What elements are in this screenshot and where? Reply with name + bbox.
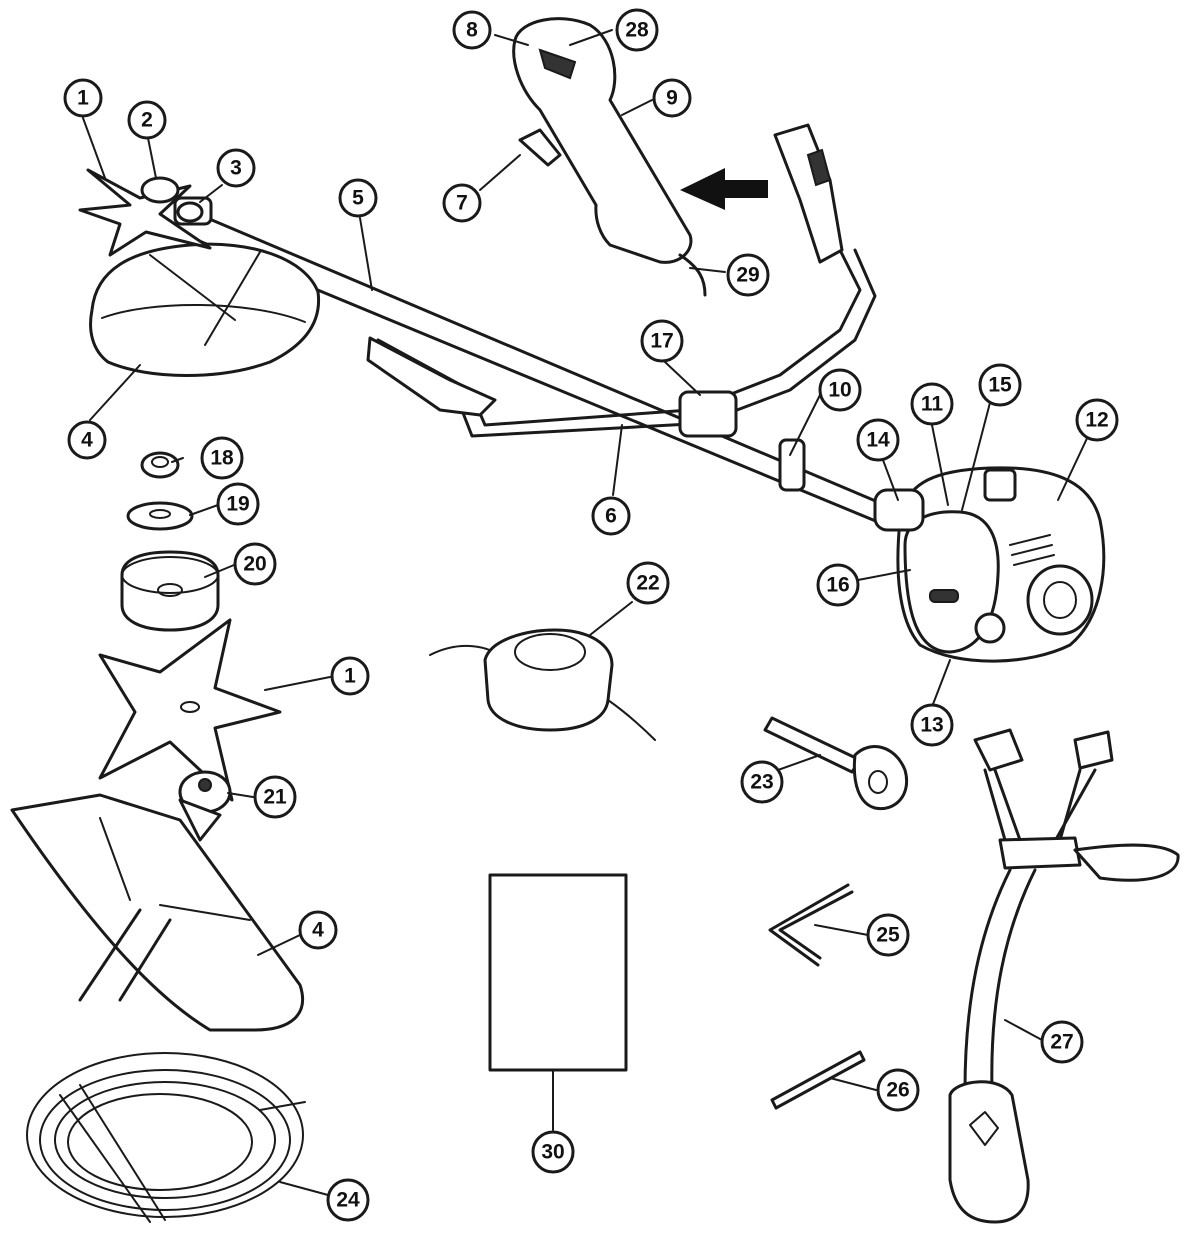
svg-text:4: 4 bbox=[312, 919, 324, 942]
manual-30 bbox=[488, 873, 628, 1072]
svg-text:21: 21 bbox=[263, 786, 287, 809]
blade-1-loose bbox=[98, 618, 282, 802]
callout-26: 26 bbox=[876, 1068, 920, 1112]
callout-9: 9 bbox=[652, 78, 692, 118]
svg-text:6: 6 bbox=[605, 505, 617, 528]
callout-1: 1 bbox=[63, 78, 103, 118]
callout-6: 6 bbox=[591, 496, 631, 536]
callout-18: 18 bbox=[200, 436, 244, 480]
svg-text:8: 8 bbox=[466, 19, 478, 42]
svg-text:26: 26 bbox=[886, 1079, 909, 1102]
callout-20: 20 bbox=[233, 542, 277, 586]
trimmer-line-24 bbox=[26, 1052, 306, 1223]
nut-18 bbox=[140, 451, 180, 479]
svg-text:1: 1 bbox=[344, 665, 356, 688]
handle-clamp bbox=[678, 390, 806, 492]
svg-text:25: 25 bbox=[876, 924, 900, 947]
trimmer-head-22 bbox=[429, 628, 656, 741]
callout-19: 19 bbox=[216, 482, 260, 526]
callout-10: 10 bbox=[818, 368, 862, 412]
callout-11: 11 bbox=[910, 382, 954, 426]
svg-text:3: 3 bbox=[230, 157, 242, 180]
svg-text:15: 15 bbox=[988, 374, 1012, 397]
callout-12: 12 bbox=[1075, 398, 1119, 442]
svg-text:2: 2 bbox=[141, 109, 153, 132]
svg-text:17: 17 bbox=[650, 330, 673, 353]
svg-text:1: 1 bbox=[77, 87, 89, 110]
callout-30: 30 bbox=[531, 1130, 575, 1174]
svg-text:9: 9 bbox=[666, 87, 678, 110]
callout-14: 14 bbox=[856, 418, 900, 462]
svg-text:4: 4 bbox=[81, 429, 93, 452]
throttle-handle bbox=[512, 17, 707, 297]
hex-key-25 bbox=[768, 883, 854, 967]
guard-top bbox=[89, 242, 321, 377]
svg-text:16: 16 bbox=[826, 574, 849, 597]
engine-unit bbox=[873, 466, 1106, 663]
handlebar bbox=[366, 248, 877, 438]
washer-19 bbox=[126, 501, 194, 531]
svg-text:5: 5 bbox=[352, 187, 364, 210]
brush-cutter-assembly bbox=[78, 17, 1106, 663]
callout-3: 3 bbox=[216, 148, 256, 188]
callout-29: 29 bbox=[726, 253, 770, 297]
callout-7: 7 bbox=[442, 183, 482, 223]
svg-text:29: 29 bbox=[736, 264, 759, 287]
callout-5: 5 bbox=[338, 178, 378, 218]
svg-text:27: 27 bbox=[1050, 1031, 1073, 1054]
callout-22: 22 bbox=[626, 561, 670, 605]
svg-text:14: 14 bbox=[866, 429, 890, 452]
callout-4b: 4 bbox=[298, 910, 338, 950]
callout-1b: 1 bbox=[330, 656, 370, 696]
svg-text:12: 12 bbox=[1085, 409, 1108, 432]
svg-text:19: 19 bbox=[226, 493, 249, 516]
svg-text:24: 24 bbox=[336, 1189, 360, 1212]
gear-head-21-guard-4 bbox=[10, 770, 305, 1032]
callout-21: 21 bbox=[253, 775, 297, 819]
leader-lines bbox=[82, 29, 1091, 1196]
svg-text:22: 22 bbox=[636, 572, 659, 595]
callout-16: 16 bbox=[816, 563, 860, 607]
callout-27: 27 bbox=[1040, 1020, 1084, 1064]
callout-2: 2 bbox=[127, 100, 167, 140]
svg-text:28: 28 bbox=[625, 19, 649, 42]
callout-15: 15 bbox=[978, 363, 1022, 407]
throttle-handle-small bbox=[773, 123, 844, 264]
svg-text:10: 10 bbox=[828, 379, 851, 402]
svg-text:23: 23 bbox=[750, 771, 773, 794]
spanner-23 bbox=[763, 716, 908, 811]
svg-text:18: 18 bbox=[210, 447, 234, 470]
callout-8: 8 bbox=[452, 10, 492, 50]
callout-17: 17 bbox=[640, 319, 684, 363]
svg-text:30: 30 bbox=[541, 1141, 564, 1164]
gear-head bbox=[140, 176, 213, 226]
callout-25: 25 bbox=[866, 913, 910, 957]
svg-text:13: 13 bbox=[920, 714, 943, 737]
flange-20 bbox=[120, 550, 220, 632]
harness-27 bbox=[948, 728, 1180, 1224]
direction-arrow bbox=[680, 168, 768, 210]
svg-text:11: 11 bbox=[921, 393, 944, 416]
callout-23: 23 bbox=[740, 760, 784, 804]
callout-24: 24 bbox=[326, 1178, 370, 1222]
svg-text:20: 20 bbox=[243, 553, 266, 576]
svg-text:7: 7 bbox=[456, 192, 468, 215]
callout-4: 4 bbox=[67, 420, 107, 460]
pin-26 bbox=[770, 1050, 866, 1110]
callout-13: 13 bbox=[910, 703, 954, 747]
callout-28: 28 bbox=[615, 8, 659, 52]
